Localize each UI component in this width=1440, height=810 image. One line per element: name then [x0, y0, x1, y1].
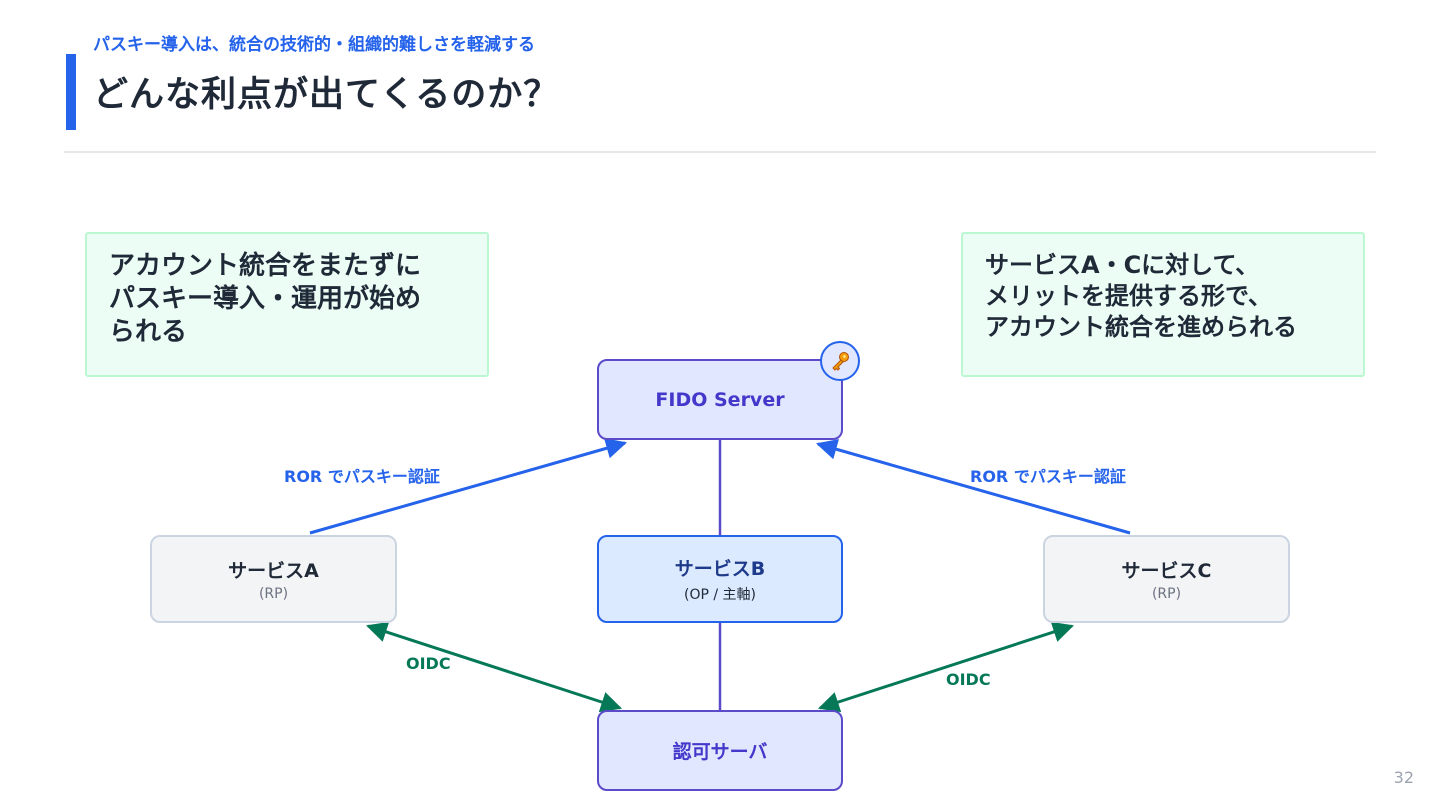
arrow-oidc-right — [818, 621, 1074, 713]
service-a-role: (RP) — [258, 586, 289, 602]
note-left-line-2: パスキー導入・運用が始め — [109, 284, 422, 314]
authorization-server-node: 認可サーバ — [597, 710, 843, 791]
edge-label-oidc-left: OIDC — [406, 654, 451, 673]
service-c-label: サービスC — [1121, 560, 1212, 582]
service-a-label: サービスA — [228, 560, 319, 582]
authorization-server-label: 認可サーバ — [672, 741, 768, 763]
header-divider — [64, 151, 1376, 153]
edge-label-ror-left: ROR でパスキー認証 — [284, 467, 440, 486]
arrow-oidc-left — [366, 621, 622, 713]
service-c-role: (RP) — [1151, 586, 1182, 602]
note-right-line-2: メリットを提供する形で、 — [985, 282, 1273, 310]
service-b-role: (OP / 主軸) — [683, 587, 756, 603]
title-accent-bar — [66, 54, 76, 130]
note-right-line-1: サービスA・Cに対して、 — [985, 251, 1260, 279]
note-left-line-1: アカウント統合をまたずに — [109, 251, 422, 281]
edge-label-ror-right: ROR でパスキー認証 — [970, 467, 1126, 486]
key-icon — [820, 341, 860, 381]
service-b-node: サービスB (OP / 主軸) — [597, 535, 843, 623]
arrow-ror-right — [815, 439, 1131, 535]
fido-server-label: FIDO Server — [655, 388, 785, 411]
note-right-line-3: アカウント統合を進められる — [985, 313, 1297, 341]
page-number: 32 — [1393, 768, 1414, 787]
slide-subtitle: パスキー導入は、統合の技術的・組織的難しさを軽減する — [93, 35, 535, 55]
fido-server-node: FIDO Server — [597, 359, 843, 440]
service-a-node: サービスA (RP) — [150, 535, 397, 623]
edge-label-oidc-right: OIDC — [946, 670, 991, 689]
benefit-note-right: サービスA・Cに対して、 メリットを提供する形で、 アカウント統合を進められる — [961, 232, 1365, 377]
key-icon-glyph — [832, 352, 849, 371]
service-b-label: サービスB — [674, 558, 766, 580]
arrow-ror-left — [309, 438, 628, 535]
note-left-line-3: られる — [109, 317, 188, 347]
benefit-note-left: アカウント統合をまたずに パスキー導入・運用が始め られる — [85, 232, 489, 377]
slide-title: どんな利点が出てくるのか？ — [93, 75, 560, 115]
service-c-node: サービスC (RP) — [1043, 535, 1290, 623]
